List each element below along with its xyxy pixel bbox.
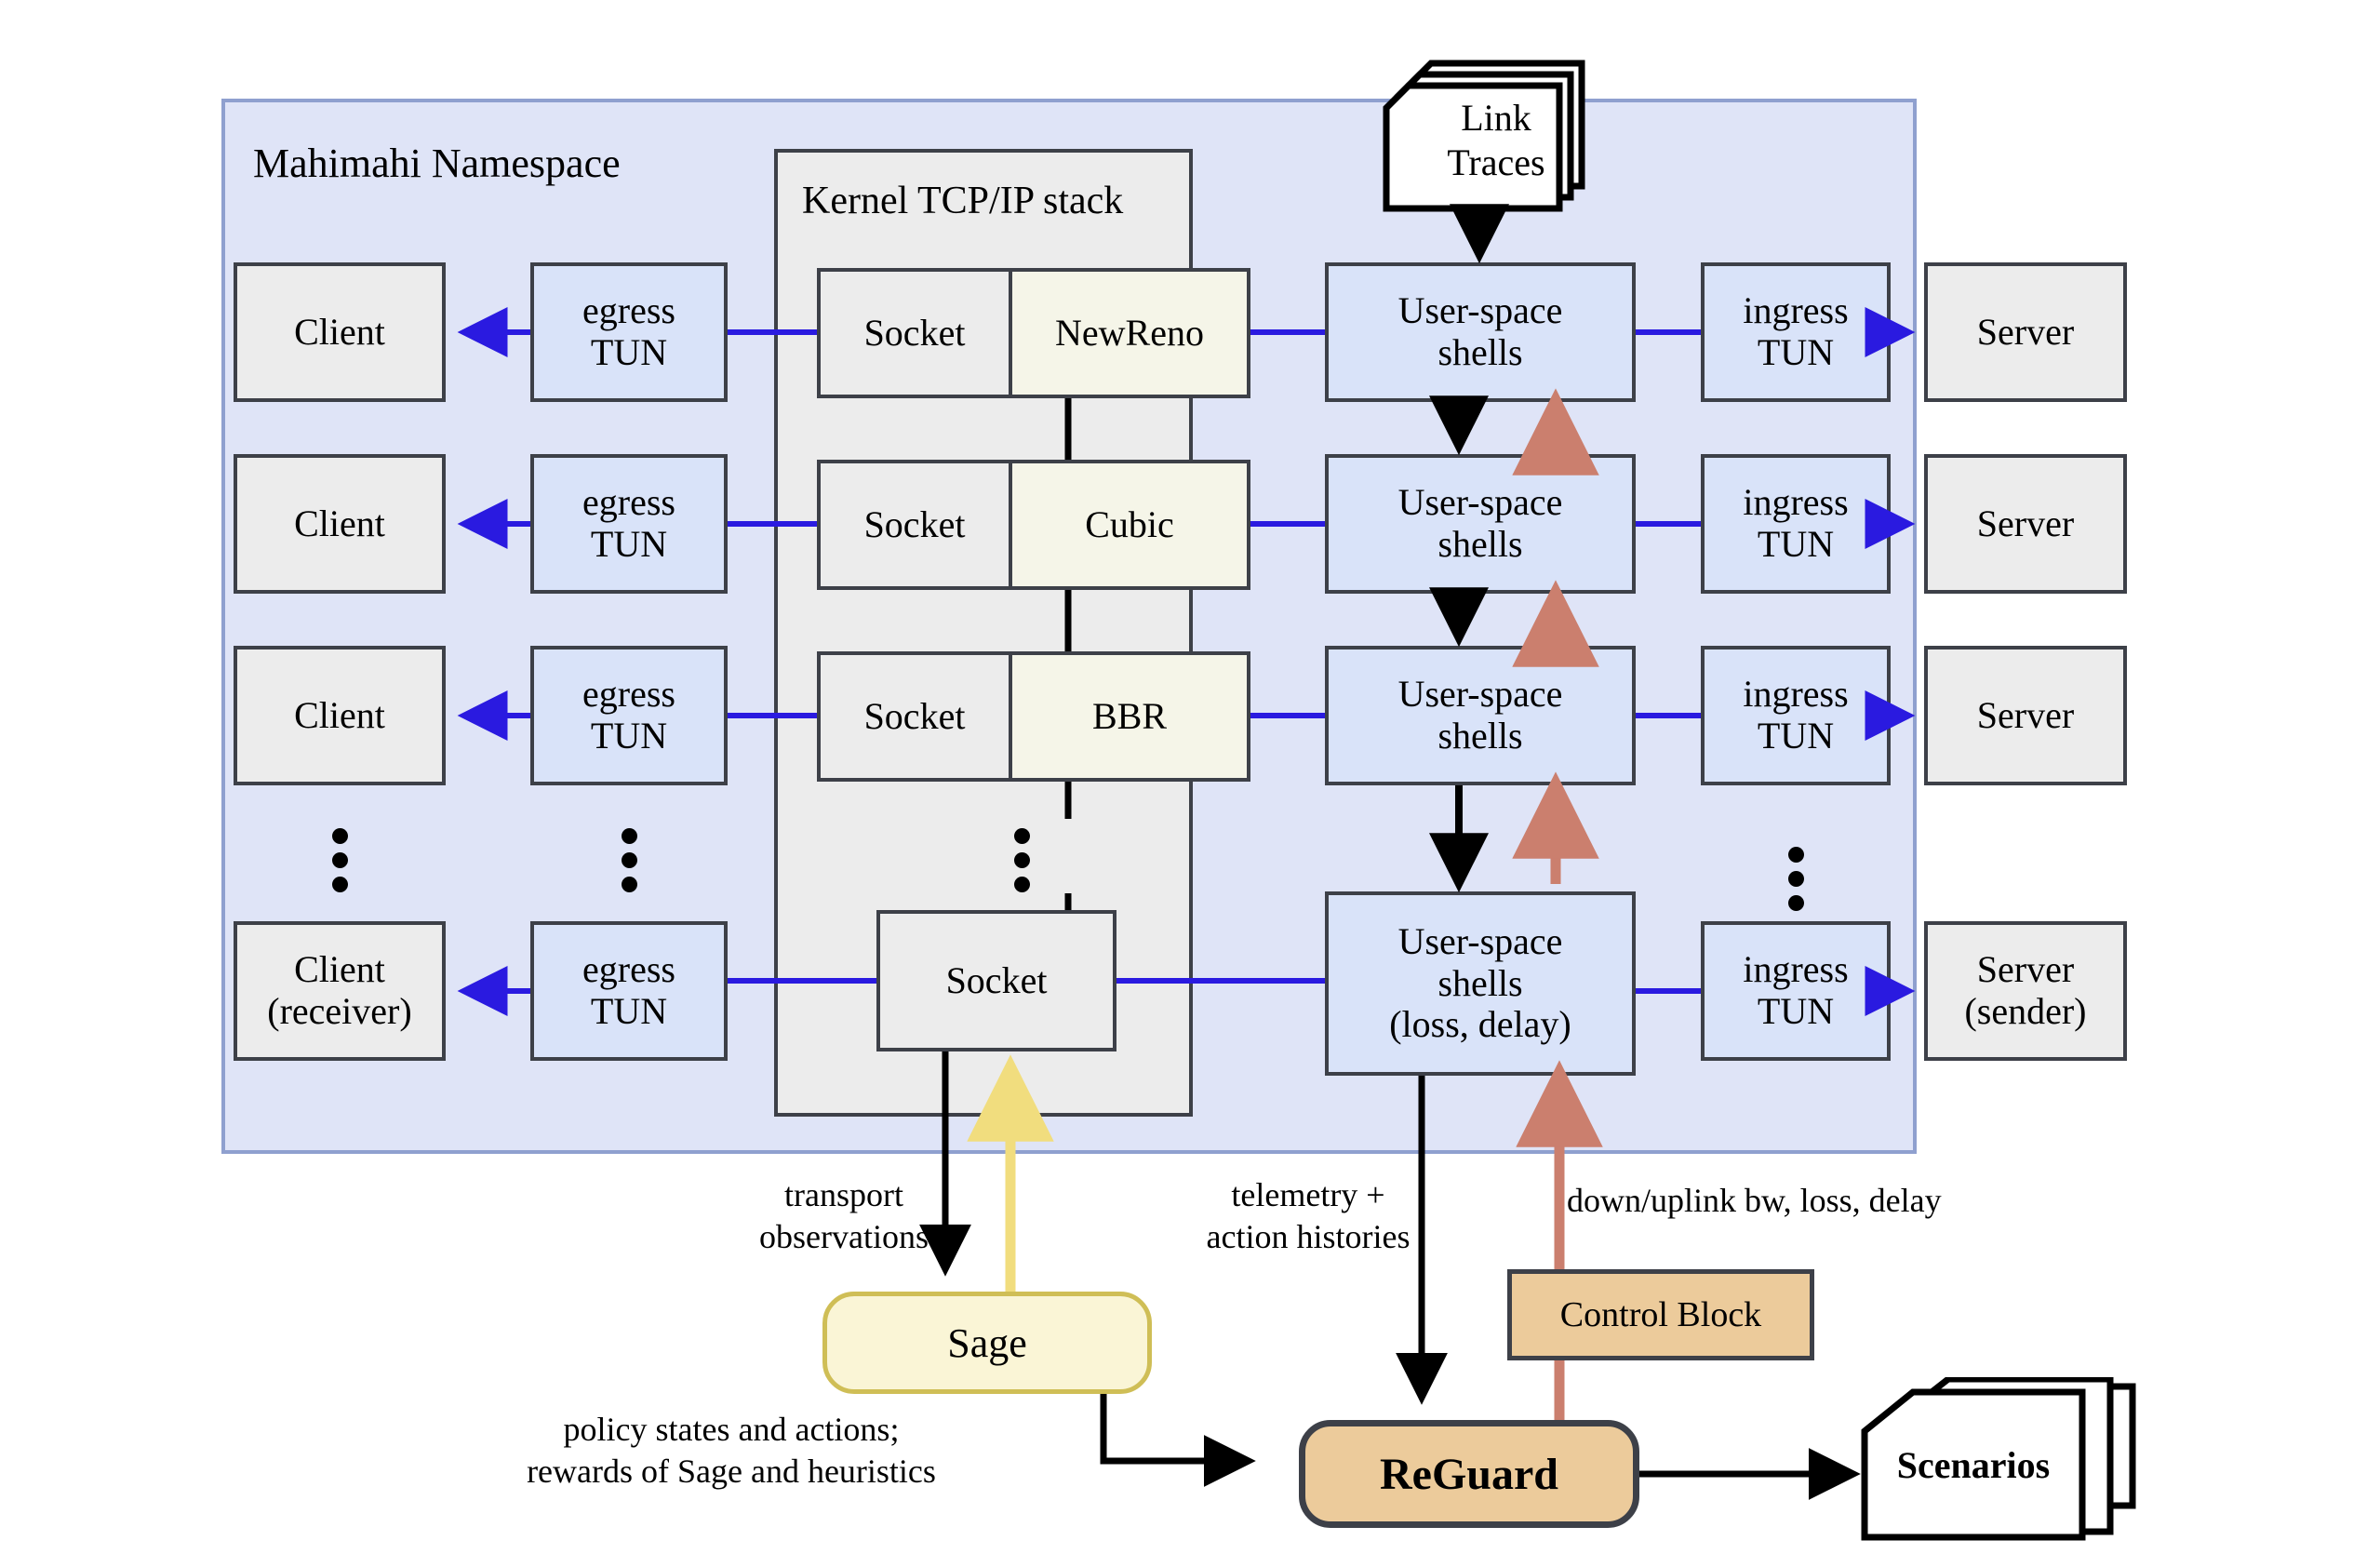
transport-observations-line1: transport [784, 1176, 903, 1213]
egress-tun-box-4[interactable]: egress TUN [530, 921, 728, 1061]
ingress-tun-label-bottom-1: TUN [1757, 331, 1835, 373]
policy-note: policy states and actions; rewards of Sa… [461, 1409, 1001, 1493]
egress-tun-label-top-4: egress [582, 948, 675, 991]
namespace-title: Mahimahi Namespace [253, 141, 621, 186]
transport-observations-line2: observations [759, 1218, 929, 1255]
downuplink-note: down/uplink bw, loss, delay [1567, 1180, 1942, 1222]
userspace-shell-box-3[interactable]: User-space shells [1325, 646, 1636, 785]
client-label-1: Client [294, 310, 385, 353]
cca-box-newreno[interactable]: NewReno [1012, 268, 1250, 398]
ingress-tun-label-bottom-4: TUN [1757, 990, 1835, 1032]
shell-label-top-1: User-space [1397, 289, 1563, 332]
shell-label-loss-delay: (loss, delay) [1389, 1003, 1571, 1046]
control-block-label: Control Block [1559, 1295, 1762, 1334]
egress-tun-box-3[interactable]: egress TUN [530, 646, 728, 785]
ingress-tun-label-top-2: ingress [1743, 481, 1849, 524]
sage-node[interactable]: Sage [822, 1292, 1152, 1394]
server-sender-box[interactable]: Server (sender) [1924, 921, 2127, 1061]
egress-tun-label-top-3: egress [582, 673, 675, 716]
shell-label-bottom-4: shells [1437, 961, 1523, 1004]
telemetry-line2: action histories [1206, 1218, 1411, 1255]
client-box-2[interactable]: Client [234, 454, 446, 594]
ingress-tun-box-3[interactable]: ingress TUN [1701, 646, 1891, 785]
transport-observations-note: transport observations [690, 1174, 997, 1258]
downuplink-line1: down/uplink bw, loss, delay [1567, 1182, 1942, 1219]
client-box-3[interactable]: Client [234, 646, 446, 785]
socket-label-4: Socket [945, 958, 1048, 1001]
egress-tun-label-top-2: egress [582, 481, 675, 524]
server-sender-label-bottom: (sender) [1964, 990, 2087, 1032]
egress-tun-label-bottom-3: TUN [590, 715, 668, 757]
cca-box-bbr[interactable]: BBR [1012, 651, 1250, 782]
client-box-1[interactable]: Client [234, 262, 446, 402]
egress-tun-box-2[interactable]: egress TUN [530, 454, 728, 594]
shell-label-bottom-2: shells [1437, 523, 1523, 565]
control-block-node[interactable]: Control Block [1507, 1269, 1814, 1360]
socket-box-2[interactable]: Socket [817, 460, 1012, 590]
ellipsis-clients [332, 828, 348, 892]
shell-label-top-2: User-space [1397, 481, 1563, 524]
ingress-tun-label-top-1: ingress [1743, 289, 1849, 332]
ingress-tun-label-bottom-2: TUN [1757, 523, 1835, 565]
socket-label-2: Socket [863, 502, 966, 545]
socket-box-4[interactable]: Socket [876, 910, 1116, 1051]
client-receiver-label-top: Client [294, 948, 385, 991]
ellipsis-sockets [1014, 828, 1030, 892]
socket-box-1[interactable]: Socket [817, 268, 1012, 398]
cca-box-cubic[interactable]: Cubic [1012, 460, 1250, 590]
server-box-2[interactable]: Server [1924, 454, 2127, 594]
client-label-3: Client [294, 693, 385, 736]
reguard-node[interactable]: ReGuard [1299, 1420, 1639, 1528]
policy-line2: rewards of Sage and heuristics [527, 1453, 936, 1490]
cca-label-bbr: BBR [1091, 694, 1168, 737]
server-box-3[interactable]: Server [1924, 646, 2127, 785]
ingress-tun-box-1[interactable]: ingress TUN [1701, 262, 1891, 402]
egress-tun-label-bottom-4: TUN [590, 990, 668, 1032]
client-receiver-box[interactable]: Client (receiver) [234, 921, 446, 1061]
telemetry-line1: telemetry + [1231, 1176, 1385, 1213]
shell-label-top-3: User-space [1397, 673, 1563, 716]
reguard-label: ReGuard [1380, 1449, 1558, 1499]
socket-label-3: Socket [863, 694, 966, 737]
egress-tun-label-bottom-2: TUN [590, 523, 668, 565]
telemetry-note: telemetry + action histories [1169, 1174, 1448, 1258]
cca-label-cubic: Cubic [1085, 502, 1174, 545]
link-traces-label-line2: Traces [1447, 141, 1545, 183]
scenarios-label: Scenarios [1896, 1444, 2051, 1486]
userspace-shell-box-2[interactable]: User-space shells [1325, 454, 1636, 594]
scenarios-stack: Scenarios [1844, 1377, 2151, 1563]
ingress-tun-box-2[interactable]: ingress TUN [1701, 454, 1891, 594]
shell-label-top-4: User-space [1397, 919, 1563, 962]
sage-label: Sage [947, 1319, 1027, 1366]
userspace-shell-loss-delay-box[interactable]: User-space shells (loss, delay) [1325, 891, 1636, 1076]
ingress-tun-label-top-4: ingress [1743, 948, 1849, 991]
shell-label-bottom-1: shells [1437, 331, 1523, 373]
shell-label-bottom-3: shells [1437, 715, 1523, 757]
client-receiver-label-bottom: (receiver) [267, 990, 412, 1032]
socket-label-1: Socket [863, 311, 966, 354]
ingress-tun-label-top-3: ingress [1743, 673, 1849, 716]
ellipsis-egress [622, 828, 637, 892]
userspace-shell-box-1[interactable]: User-space shells [1325, 262, 1636, 402]
egress-tun-label-top-1: egress [582, 289, 675, 332]
server-label-3: Server [1976, 693, 2075, 736]
server-label-2: Server [1976, 502, 2075, 544]
link-traces-stack: Link Traces [1375, 32, 1617, 218]
link-traces-label-line1: Link [1461, 97, 1531, 139]
ingress-tun-box-4[interactable]: ingress TUN [1701, 921, 1891, 1061]
server-sender-label-top: Server [1976, 948, 2075, 991]
server-label-1: Server [1976, 310, 2075, 353]
egress-tun-box-1[interactable]: egress TUN [530, 262, 728, 402]
egress-tun-label-bottom-1: TUN [590, 331, 668, 373]
server-box-1[interactable]: Server [1924, 262, 2127, 402]
ingress-tun-label-bottom-3: TUN [1757, 715, 1835, 757]
policy-line1: policy states and actions; [563, 1411, 900, 1448]
cca-label-newreno: NewReno [1055, 311, 1204, 354]
client-label-2: Client [294, 502, 385, 544]
kernel-title: Kernel TCP/IP stack [802, 180, 1124, 222]
socket-box-3[interactable]: Socket [817, 651, 1012, 782]
ellipsis-ingress [1788, 847, 1804, 911]
